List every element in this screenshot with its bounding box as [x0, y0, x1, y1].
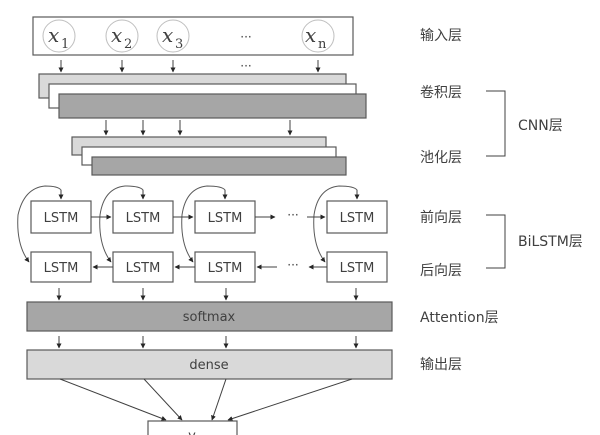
lstm-label: LSTM	[44, 211, 79, 226]
input-ellipsis: ···	[240, 30, 251, 44]
forward-lstm-cell: LSTM	[194, 200, 256, 234]
forward-lstm-cell: LSTM	[30, 200, 92, 234]
label-bilstm-layer: BiLSTM层	[518, 234, 583, 250]
lstm-label: LSTM	[340, 261, 375, 276]
arrow-ellipsis: ···	[240, 59, 251, 73]
output-node: y	[147, 420, 238, 435]
lstm-box	[30, 251, 92, 283]
attention-softmax: softmax	[26, 301, 393, 332]
input-node-sub: n	[318, 37, 327, 52]
input-node-circle	[301, 19, 335, 53]
input-layer: x 1 x 2 x 3 ··· x n	[32, 16, 354, 56]
input-node-var: x	[111, 23, 122, 47]
arrow	[227, 378, 353, 421]
dense-to-output-arrows	[59, 378, 353, 421]
input-node-sub: 3	[175, 37, 183, 52]
dense-box	[26, 349, 393, 380]
bilstm-to-attention-arrows	[56, 288, 359, 301]
dense-layer: dense	[26, 349, 393, 380]
forward-lstm-cell: LSTM	[326, 200, 388, 234]
skip-curve	[17, 185, 62, 263]
label-backward-layer: 后向层	[420, 263, 462, 279]
label-input-layer: 输入层	[420, 28, 462, 44]
arrow	[211, 378, 227, 421]
skip-curve	[181, 185, 226, 263]
lstm-label: LSTM	[340, 211, 375, 226]
label-attention-layer: Attention层	[420, 310, 499, 326]
input-node-var: x	[305, 23, 316, 47]
forward-ellipsis: ···	[287, 208, 298, 222]
side-labels: 输入层 卷积层 池化层 CNN层 前向层 后向层 BiLSTM层 Attenti…	[420, 28, 583, 373]
bilstm-layer: LSTM LSTM LSTM LSTM ··· LS	[17, 185, 388, 283]
backward-lstm-cell: LSTM	[194, 251, 256, 283]
label-conv-layer: 卷积层	[420, 85, 462, 101]
forward-input-curves	[17, 185, 360, 263]
skip-curve	[313, 185, 358, 263]
conv-layer	[38, 73, 367, 119]
attention-to-dense-arrows	[56, 336, 359, 349]
input-node-sub: 2	[124, 37, 132, 52]
input-node-var: x	[162, 23, 173, 47]
backward-ellipsis: ···	[287, 258, 298, 272]
lstm-box	[326, 200, 388, 234]
forward-lstm-row: LSTM LSTM LSTM LSTM ···	[30, 200, 388, 234]
cnn-bracket	[486, 90, 506, 157]
skip-curve	[99, 185, 144, 263]
output-box	[147, 420, 238, 435]
input-node-circle	[42, 19, 76, 53]
pool-layer	[71, 136, 347, 176]
pool-feature-map-3	[91, 156, 347, 176]
arrow	[59, 378, 167, 421]
dense-label: dense	[189, 358, 228, 373]
label-output-layer: 输出层	[420, 357, 462, 373]
label-forward-layer: 前向层	[420, 209, 462, 226]
input-to-conv-arrows: ···	[58, 59, 321, 73]
lstm-box	[112, 251, 174, 283]
input-node-sub: 1	[61, 37, 69, 52]
arrow	[143, 378, 183, 421]
lstm-box	[194, 200, 256, 234]
input-node-circle	[105, 19, 139, 53]
input-node-3: x 3	[156, 19, 190, 53]
input-node-1: x 1	[42, 19, 76, 53]
input-layer-box	[32, 16, 354, 56]
lstm-label: LSTM	[126, 211, 161, 226]
input-node-var: x	[48, 23, 59, 47]
bilstm-bracket	[486, 214, 506, 269]
conv-to-pool-arrows	[103, 120, 293, 136]
conv-feature-map-3	[58, 93, 367, 119]
lstm-box	[194, 251, 256, 283]
backward-lstm-row: LSTM LSTM LSTM LSTM ···	[30, 251, 388, 283]
label-pool-layer: 池化层	[420, 150, 462, 166]
lstm-box	[326, 251, 388, 283]
input-node-2: x 2	[105, 19, 139, 53]
input-node-n: x n	[301, 19, 335, 53]
backward-lstm-cell: LSTM	[112, 251, 174, 283]
softmax-label: softmax	[183, 310, 236, 325]
backward-lstm-cell: LSTM	[30, 251, 92, 283]
input-node-circle	[156, 19, 190, 53]
lstm-label: LSTM	[208, 211, 243, 226]
softmax-box	[26, 301, 393, 332]
output-label: y	[188, 429, 196, 435]
lstm-label: LSTM	[44, 261, 79, 276]
lstm-label: LSTM	[208, 261, 243, 276]
lstm-label: LSTM	[126, 261, 161, 276]
label-cnn-layer: CNN层	[518, 118, 563, 134]
backward-lstm-cell: LSTM	[326, 251, 388, 283]
forward-lstm-cell: LSTM	[112, 200, 174, 234]
lstm-box	[112, 200, 174, 234]
